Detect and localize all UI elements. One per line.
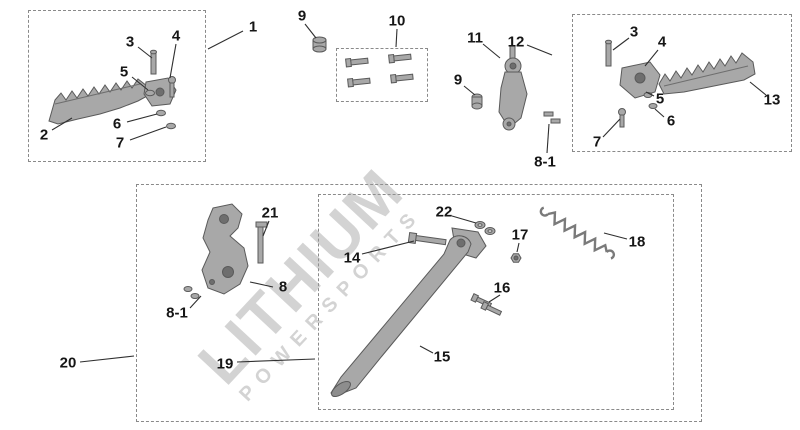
washer: [190, 293, 200, 299]
pivot-pin: [150, 51, 157, 75]
left-footpeg-assembly: [48, 49, 177, 130]
hardware-kit-group-box: [336, 48, 428, 102]
small-fastener: [543, 111, 554, 117]
washer: [648, 103, 658, 109]
washer: [183, 286, 193, 292]
callout-8-1-bottom: 8-1: [166, 304, 188, 322]
hardware-kit-bolts: [345, 53, 414, 88]
nut-part-9-top: [312, 36, 327, 53]
callout-10: 10: [388, 12, 406, 30]
callout-12: 12: [507, 33, 525, 51]
callout-7-right: 7: [592, 133, 602, 151]
callout-22: 22: [435, 203, 453, 221]
callout-1: 1: [248, 18, 258, 36]
callout-6-left: 6: [112, 115, 122, 133]
callout-14: 14: [343, 249, 361, 267]
footpeg-right: [658, 52, 756, 95]
callout-2: 2: [39, 126, 49, 144]
small-fastener: [550, 118, 561, 124]
callout-7-left: 7: [115, 134, 125, 152]
callout-15: 15: [433, 348, 451, 366]
kickstand-leg: [330, 235, 472, 396]
footpeg-left: [48, 78, 150, 125]
stud-bolt: [255, 221, 268, 228]
callout-9-top: 9: [297, 7, 307, 25]
left-footpeg-group-box: [28, 10, 206, 162]
callout-21: 21: [261, 204, 279, 222]
callout-4-left: 4: [171, 27, 181, 45]
kickstand-bracket: [201, 203, 249, 295]
kickstand-inner-group-box: [318, 194, 674, 410]
callout-6-right: 6: [666, 112, 676, 130]
callout-19: 19: [216, 355, 234, 373]
callout-8: 8: [278, 278, 288, 296]
washer: [145, 89, 155, 97]
callout-3-left: 3: [125, 33, 135, 51]
callout-8-1-top: 8-1: [534, 153, 556, 171]
callout-17: 17: [511, 226, 529, 244]
bolt-head: [618, 108, 626, 116]
right-footpeg-group-box: [572, 14, 792, 152]
kickstand-assembly: [183, 203, 615, 398]
callout-18: 18: [628, 233, 646, 251]
callout-16: 16: [493, 279, 511, 297]
callout-9-mid: 9: [453, 71, 463, 89]
pivot-pin: [605, 41, 612, 67]
callout-5-right: 5: [655, 90, 665, 108]
return-spring: [539, 206, 615, 260]
callout-3-right: 3: [629, 23, 639, 41]
center-bracket-assembly: [471, 45, 561, 131]
callout-11: 11: [467, 29, 483, 47]
callout-4-right: 4: [657, 33, 667, 51]
washer: [166, 122, 176, 130]
right-footpeg-assembly: [605, 39, 756, 128]
callout-20: 20: [59, 354, 77, 372]
leader-lines: [51, 23, 767, 363]
kickstand-outer-group-box: [136, 184, 702, 422]
callout-5-left: 5: [119, 63, 129, 81]
washer: [156, 109, 166, 117]
callout-13: 13: [763, 91, 781, 109]
kickstand-foot: [331, 380, 351, 398]
